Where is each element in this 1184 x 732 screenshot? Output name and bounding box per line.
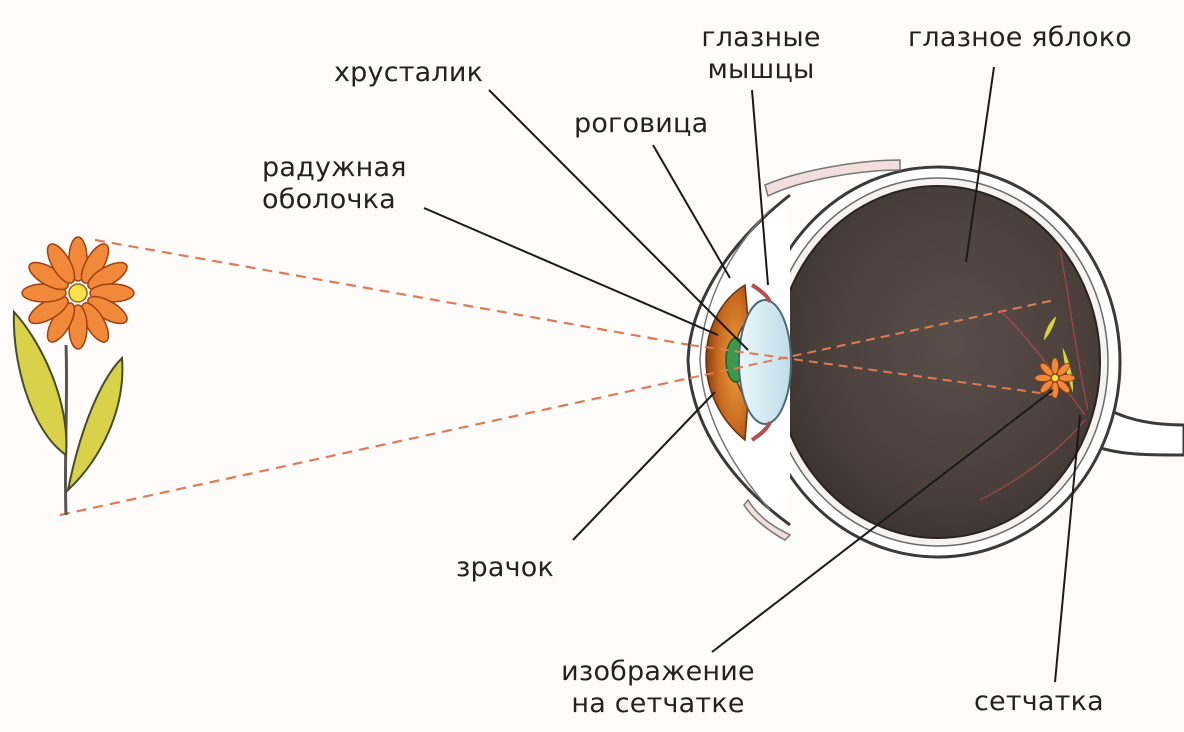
label-image-line1: изображение bbox=[561, 656, 755, 687]
label-lens: хрусталик bbox=[334, 57, 484, 88]
flower-head bbox=[21, 236, 135, 350]
inner-rays bbox=[689, 299, 1056, 396]
label-eye-muscles-line1: глазные bbox=[701, 22, 821, 53]
leader-image bbox=[711, 389, 1054, 653]
leader-lines bbox=[423, 66, 1081, 683]
label-eye-muscles-line2: мышцы bbox=[707, 54, 815, 85]
label-iris-line1: радужная bbox=[262, 152, 407, 183]
right-leaf bbox=[66, 355, 124, 493]
left-leaf bbox=[12, 309, 68, 457]
leader-iris bbox=[423, 207, 719, 336]
leader-eye-muscles bbox=[751, 89, 769, 286]
flower-object bbox=[12, 236, 135, 516]
lower-ray bbox=[59, 376, 691, 517]
light-rays bbox=[59, 238, 691, 517]
label-retina: сетчатка bbox=[974, 686, 1104, 717]
label-eye-muscles: глазные мышцы bbox=[688, 22, 834, 86]
retinal-vessels bbox=[979, 249, 1089, 501]
ciliary-top bbox=[750, 283, 772, 303]
leader-retina bbox=[1054, 414, 1081, 683]
ciliary-bottom bbox=[750, 421, 772, 442]
label-image-on-retina: изображение на сетчатке bbox=[540, 656, 776, 720]
leader-lens bbox=[488, 89, 749, 351]
upper-ray bbox=[94, 238, 691, 347]
label-iris: радужная оболочка bbox=[262, 152, 407, 216]
label-image-line2: на сетчатке bbox=[571, 688, 745, 719]
label-eyeball: глазное яблоко bbox=[908, 22, 1133, 53]
leader-pupil bbox=[572, 391, 716, 541]
label-pupil: зрачок bbox=[456, 552, 555, 583]
cornea-inner bbox=[699, 209, 771, 511]
retina-image bbox=[1034, 313, 1076, 399]
label-iris-line2: оболочка bbox=[262, 184, 396, 215]
leader-cornea bbox=[652, 144, 731, 279]
eye-muscle-bottom bbox=[743, 498, 792, 541]
vitreous-body bbox=[775, 185, 1101, 539]
label-cornea: роговица bbox=[574, 108, 709, 139]
eye-muscle-top bbox=[764, 159, 901, 198]
leader-eyeball bbox=[965, 66, 995, 263]
